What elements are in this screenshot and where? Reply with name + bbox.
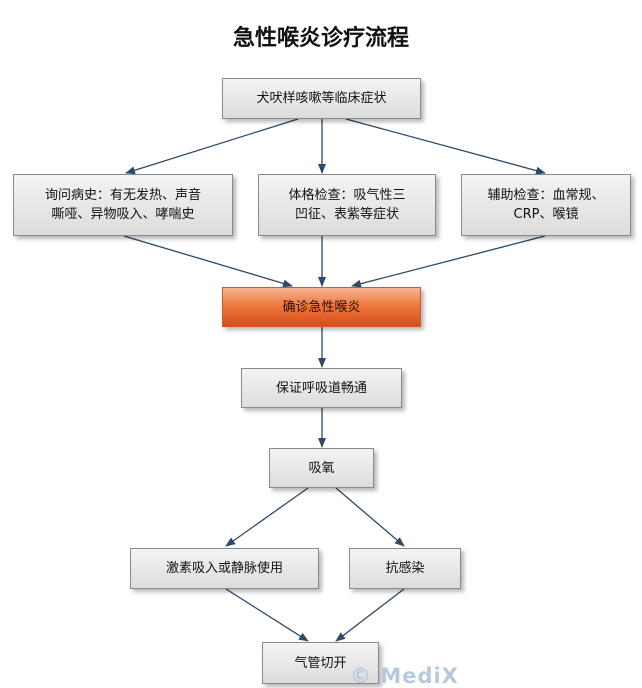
arrow-steroid-to-tracheotomy: [225, 588, 309, 642]
arrow-aux-to-diagnosis: [351, 235, 546, 288]
node-aux-line1: 辅助检查：血常规、: [487, 188, 605, 203]
node-oxygen: 吸氧: [269, 448, 374, 488]
node-exam-line2: 凹征、表紫等症状: [294, 207, 399, 222]
watermark: © MediX: [350, 664, 459, 688]
arrow-history-to-diagnosis: [123, 235, 293, 288]
node-exam-line1: 体格检查：吸气性三: [288, 188, 406, 203]
arrow-symptoms-to-history: [125, 118, 299, 175]
node-diagnosis-label: 确诊急性喉炎: [282, 299, 361, 315]
arrow-oxygen-to-antiinfection: [335, 487, 405, 547]
node-tracheotomy: 气管切开: [262, 642, 379, 684]
arrow-oxygen-to-steroid: [225, 487, 309, 547]
page-title: 急性喉炎诊疗流程: [232, 26, 409, 51]
node-anti-infection-label: 抗感染: [385, 561, 425, 576]
node-history-line1: 询问病史：有无发热、声音: [44, 188, 201, 203]
node-oxygen-label: 吸氧: [308, 460, 335, 476]
node-tracheotomy-label: 气管切开: [294, 655, 347, 671]
node-airway: 保证呼吸道畅通: [241, 368, 402, 408]
node-exam: 体格检查：吸气性三 凹征、表紫等症状: [258, 174, 436, 236]
node-symptoms-label: 犬吠样咳嗽等临床症状: [256, 91, 387, 106]
node-steroid-label: 激素吸入或静脉使用: [165, 561, 283, 576]
node-aux-line2: CRP、喉镜: [513, 207, 579, 222]
node-diagnosis: 确诊急性喉炎: [222, 287, 421, 327]
node-airway-label: 保证呼吸道畅通: [275, 380, 367, 396]
arrow-symptoms-to-aux: [345, 118, 546, 175]
node-anti-infection: 抗感染: [349, 548, 461, 589]
node-history: 询问病史：有无发热、声音 嘶哑、异物吸入、哮喘史: [13, 174, 233, 236]
arrow-antiinfection-to-tracheotomy: [335, 588, 405, 642]
node-history-line2: 嘶哑、异物吸入、哮喘史: [51, 207, 195, 222]
node-steroid: 激素吸入或静脉使用: [130, 548, 319, 589]
node-aux: 辅助检查：血常规、 CRP、喉镜: [461, 174, 631, 236]
node-symptoms: 犬吠样咳嗽等临床症状: [222, 78, 421, 119]
